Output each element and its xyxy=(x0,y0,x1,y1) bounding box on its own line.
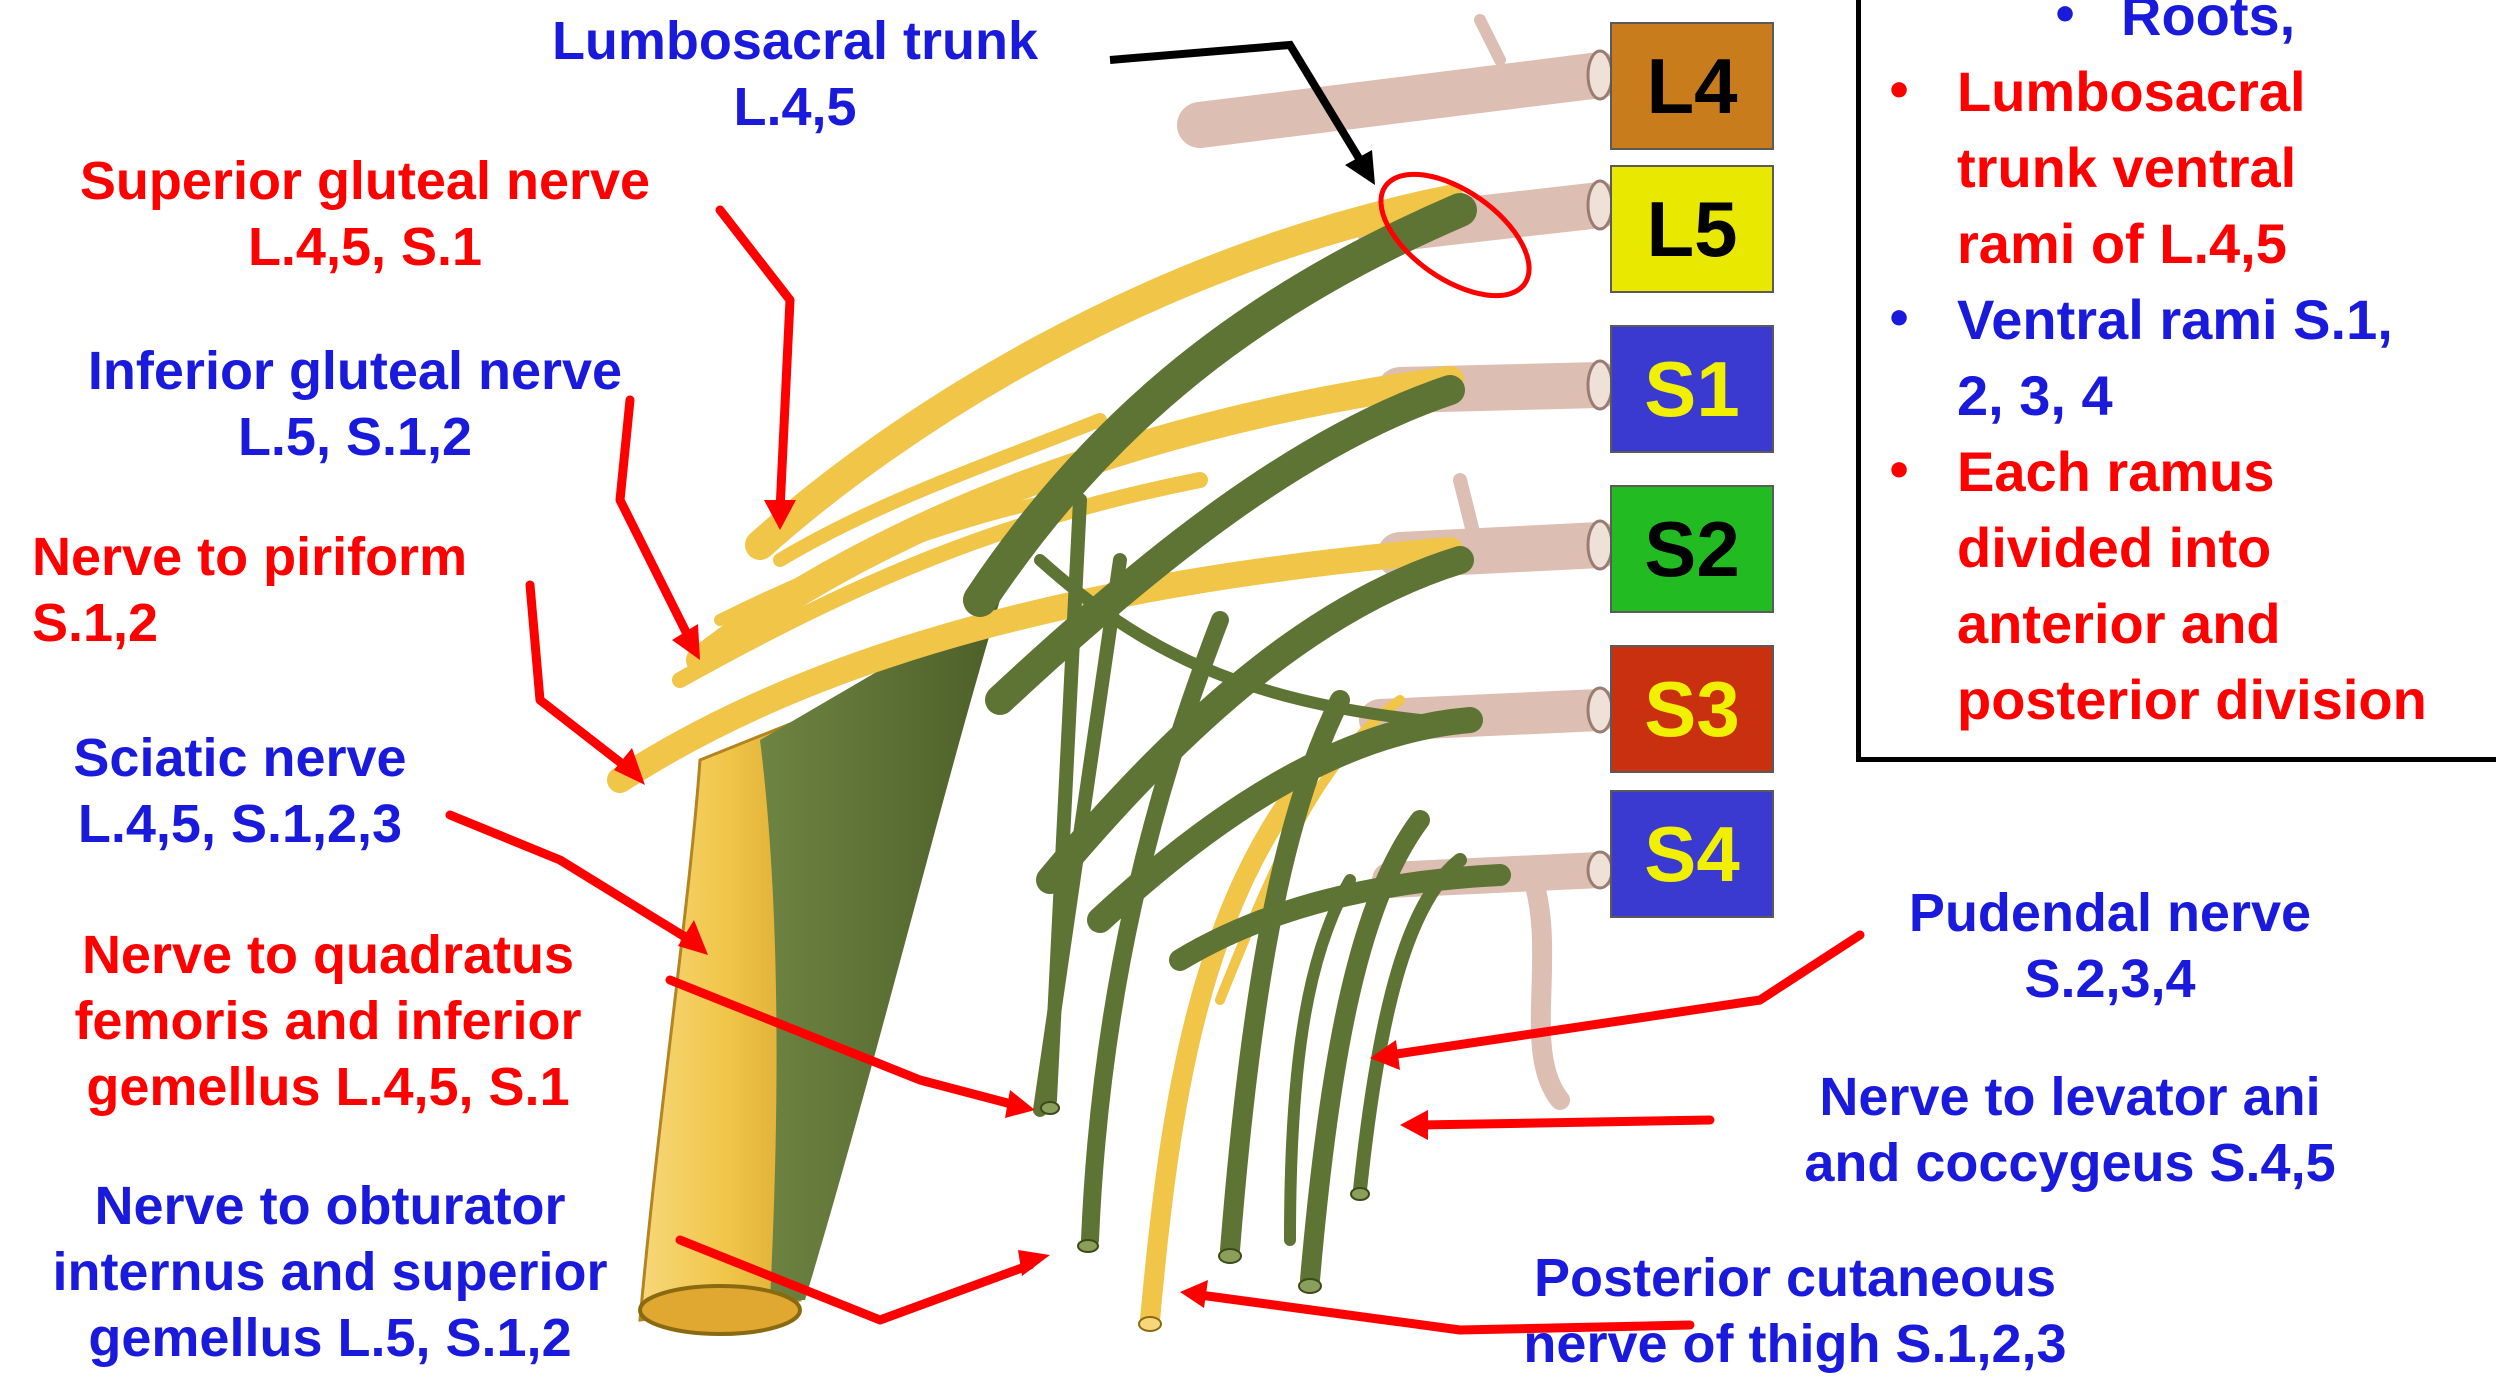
summary-box: • Roots, • Lumbosacral trunk ventral ram… xyxy=(1856,0,2496,762)
lumbosacral-trunk-roots: L.4,5 xyxy=(505,74,1085,140)
summary-item-3: Ventral rami S.1, 2, 3, 4 xyxy=(1957,282,2393,434)
bullet-2: • xyxy=(1885,54,1913,130)
superior-gluteal-label: Superior gluteal nerve L.4,5, S.1 xyxy=(20,148,710,280)
obturator-line-2: internus and superior xyxy=(5,1239,655,1305)
segment-s4: S4 xyxy=(1610,790,1774,918)
inferior-gluteal-name: Inferior gluteal nerve xyxy=(25,338,685,404)
pudendal-nerve-roots: S.2,3,4 xyxy=(1840,946,2380,1012)
summary-item-1: Roots, xyxy=(2121,0,2295,54)
pudendal-nerve-name: Pudendal nerve xyxy=(1840,880,2380,946)
quadratus-line-1: Nerve to quadratus xyxy=(18,922,638,988)
posterior-cutaneous-end xyxy=(1139,1317,1161,1331)
posterior-cutaneous-label: Posterior cutaneous nerve of thigh S.1,2… xyxy=(1470,1245,2120,1377)
sciatic-nerve-label: Sciatic nerve L.4,5, S.1,2,3 xyxy=(30,725,450,857)
summary-item-4: Each ramus divided into anterior and pos… xyxy=(1957,434,2427,738)
obturator-line-1: Nerve to obturator xyxy=(5,1173,655,1239)
summary-item-3-line-2: 2, 3, 4 xyxy=(1957,358,2393,434)
nerve-to-piriform-name: Nerve to piriform xyxy=(32,524,467,590)
segment-s3: S3 xyxy=(1610,645,1774,773)
posterior-cutaneous-line-1: Posterior cutaneous xyxy=(1470,1245,2120,1311)
bullet-3: • xyxy=(1885,282,1913,358)
summary-item-2-line-3: rami of L.4,5 xyxy=(1957,206,2306,282)
bullet-4: • xyxy=(1885,434,1913,510)
superior-gluteal-name: Superior gluteal nerve xyxy=(20,148,710,214)
levator-line-1: Nerve to levator ani xyxy=(1740,1064,2400,1130)
lumbosacral-trunk-label: Lumbosacral trunk L.4,5 xyxy=(505,8,1085,140)
levator-ani-label: Nerve to levator ani and coccygeus S.4,5 xyxy=(1740,1064,2400,1196)
summary-item-4-line-1: Each ramus xyxy=(1957,434,2427,510)
sciatic-nerve-roots: L.4,5, S.1,2,3 xyxy=(30,791,450,857)
summary-item-4-line-2: divided into xyxy=(1957,510,2427,586)
lumbosacral-trunk-name: Lumbosacral trunk xyxy=(505,8,1085,74)
sciatic-nerve-name: Sciatic nerve xyxy=(30,725,450,791)
quadratus-femoris-label: Nerve to quadratus femoris and inferior … xyxy=(18,922,638,1120)
summary-item-2-line-2: trunk ventral xyxy=(1957,130,2306,206)
bullet-1: • xyxy=(2051,0,2079,54)
summary-item-2: Lumbosacral trunk ventral rami of L.4,5 xyxy=(1957,54,2306,282)
posterior-cutaneous-line-2: nerve of thigh S.1,2,3 xyxy=(1470,1311,2120,1377)
quadratus-line-2: femoris and inferior xyxy=(18,988,638,1054)
inferior-gluteal-label: Inferior gluteal nerve L.5, S.1,2 xyxy=(25,338,685,470)
quadratus-line-3: gemellus L.4,5, S.1 xyxy=(18,1054,638,1120)
summary-item-4-line-4: posterior division xyxy=(1957,662,2427,738)
levator-line-2: and coccygeus S.4,5 xyxy=(1740,1130,2400,1196)
inferior-gluteal-roots: L.5, S.1,2 xyxy=(25,404,685,470)
segment-s1: S1 xyxy=(1610,325,1774,453)
summary-item-4-line-3: anterior and xyxy=(1957,586,2427,662)
nerve-to-piriform-label: Nerve to piriform S.1,2 xyxy=(32,524,467,656)
sciatic-nerve-trunk xyxy=(640,600,1000,1334)
obturator-line-3: gemellus L.5, S.1,2 xyxy=(5,1305,655,1371)
segment-l5: L5 xyxy=(1610,165,1774,293)
superior-gluteal-roots: L.4,5, S.1 xyxy=(20,214,710,280)
root-caps xyxy=(1588,51,1612,888)
summary-item-3-line-1: Ventral rami S.1, xyxy=(1957,282,2393,358)
segment-l4: L4 xyxy=(1610,22,1774,150)
obturator-internus-label: Nerve to obturator internus and superior… xyxy=(5,1173,655,1371)
nerve-to-piriform-roots: S.1,2 xyxy=(32,590,467,656)
pudendal-nerve-label: Pudendal nerve S.2,3,4 xyxy=(1840,880,2380,1012)
summary-item-2-line-1: Lumbosacral xyxy=(1957,54,2306,130)
segment-s2: S2 xyxy=(1610,485,1774,613)
